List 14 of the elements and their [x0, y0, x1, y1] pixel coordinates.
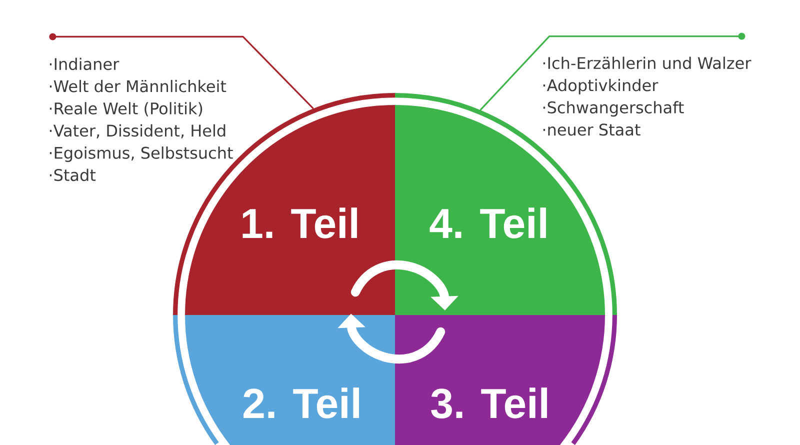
list-item: ·neuer Staat	[543, 124, 640, 136]
leader-line	[49, 33, 314, 110]
quadrant: 2. Teil	[185, 315, 395, 445]
quadrant: 3. Teil	[395, 315, 606, 445]
list-item: ·Indianer	[50, 58, 120, 70]
list-item: ·Vater, Dissident, Held	[50, 124, 226, 138]
list-item: ·Welt der Männlichkeit	[50, 80, 226, 92]
list-item: ·Adoptivkinder	[543, 78, 658, 94]
list-item: ·Stadt	[50, 168, 96, 182]
list-item: ·Schwangerschaft	[543, 101, 684, 117]
list-item: ·Reale Welt (Politik)	[50, 102, 202, 116]
leader-line	[480, 32, 746, 111]
list-item: ·Ich-Erzählerin und Walzer	[543, 56, 752, 70]
list-item: ·Egoismus, Selbstsucht	[50, 146, 233, 162]
